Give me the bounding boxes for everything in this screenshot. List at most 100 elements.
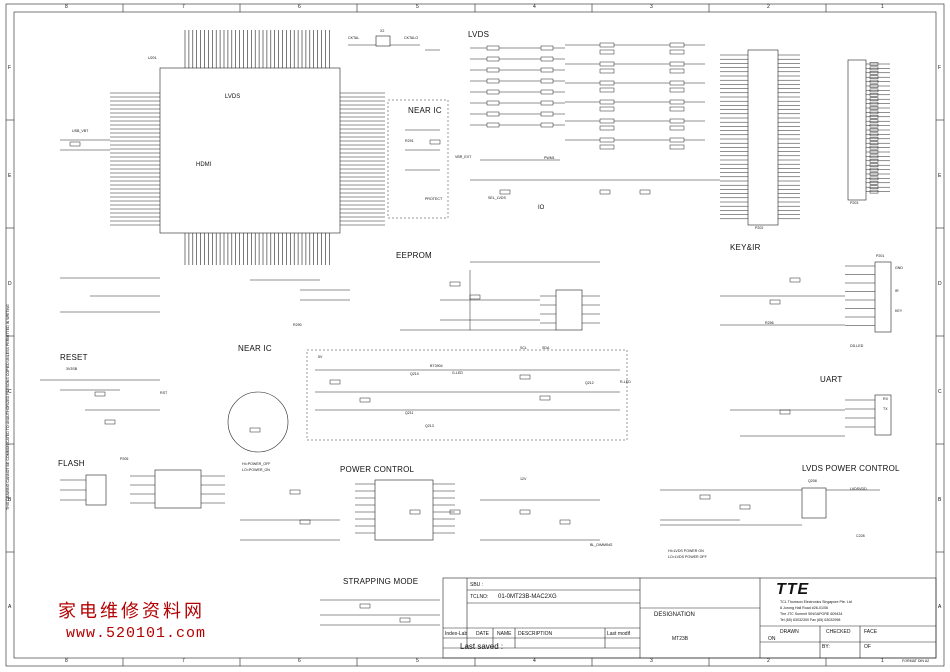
frame-label: 8 (65, 4, 68, 10)
flash-socket (85, 474, 107, 506)
tb-company-line1: TCL Thomson Electronics Singapore Pte. L… (780, 600, 852, 604)
tb-company-line2: 8 Jurong Hall Road #26-01/06 (780, 606, 828, 610)
tb-name-lab: NAME (497, 631, 512, 637)
block-io: IO (538, 205, 545, 211)
tb-company-line4: Tel (65) 63032300 Fax (65) 63032998 (780, 618, 841, 622)
ref-q211: Q211 (405, 411, 414, 415)
tb-of-label: OF (864, 644, 871, 650)
net-vbr-ext: VBR_EXT (455, 155, 472, 159)
net-sel-lvds: SEL_LVDS (488, 196, 506, 200)
note-lo-lvds-off: LO=LVDS POWER OFF (668, 555, 707, 559)
net-gnd: GND (895, 266, 903, 270)
frame-label: B (8, 497, 12, 503)
frame-label: 1 (881, 658, 884, 664)
net-xtal-in: CKTAL (348, 36, 360, 40)
net-pwm1: PWM1 (544, 156, 555, 160)
net-ir: IR (895, 289, 899, 293)
block-lvds: LVDS (225, 94, 241, 100)
section-reset: RESET (60, 353, 88, 362)
ref-q208: Q208 (808, 479, 817, 483)
power-control-ic (374, 479, 434, 541)
section-near-ic-1: NEAR IC (408, 106, 442, 115)
net-g-led: G-LED (452, 371, 463, 375)
net-usb-vbt: USB_VBT (72, 129, 89, 133)
section-power-control: POWER CONTROL (340, 465, 415, 474)
section-lvds: LVDS (468, 30, 490, 39)
tb-date-lab: DATE (476, 631, 489, 637)
frame-label: E (938, 173, 942, 179)
net-sda: SDA (542, 346, 550, 350)
crystal-x2 (375, 35, 391, 47)
led-dashed-box (306, 349, 628, 441)
flash-ic (154, 469, 202, 509)
ref-r290: R290 (293, 323, 302, 327)
connector-p203 (847, 59, 867, 201)
frame-label: F (938, 65, 942, 71)
frame-label: C (938, 389, 942, 395)
note-lo-power-on: LO=POWER_ON (242, 468, 270, 472)
tb-on-label: ON (768, 636, 776, 642)
net-dvdd: 3V3SB (66, 367, 78, 371)
reset-transistor-highlight (227, 391, 289, 453)
tb-sbu-label: SBU : (470, 582, 484, 588)
section-near-ic-2: NEAR IC (238, 344, 272, 353)
frame-label: 1 (881, 4, 884, 10)
format-label: FORMAT DIN A2 (902, 659, 930, 663)
ref-bt3904: BT3904 (430, 364, 443, 368)
section-uart: UART (820, 375, 843, 384)
section-strapping-mode: STRAPPING MODE (343, 577, 419, 586)
company-logo: TTE (776, 581, 810, 598)
net-scl: SCL (520, 346, 527, 350)
net-key: KEY (895, 309, 903, 313)
title-block (442, 577, 937, 659)
section-eeprom: EEPROM (396, 251, 432, 260)
watermark-chinese: 家电维修资料网 (58, 601, 205, 622)
ref-p203: P203 (850, 201, 859, 205)
frame-label: 2 (767, 4, 770, 10)
tb-index-lab: Index-Lab (445, 631, 468, 637)
connector-uart (874, 394, 892, 436)
eeprom-ic (555, 289, 583, 331)
tb-face-label: FACE (864, 629, 878, 635)
frame-label: 8 (65, 658, 68, 664)
tb-tclno-label: TCLNO: (470, 594, 489, 600)
net-rst: RST (160, 391, 168, 395)
ref-r291: R291 (405, 139, 414, 143)
net-r-led: R-LED (620, 380, 631, 384)
tb-last-modif: Last modif (607, 631, 631, 637)
frame-label: 5 (416, 4, 419, 10)
net-tx: TX (883, 407, 888, 411)
watermark-url: www.520101.com (66, 625, 207, 642)
connector-keyir (874, 261, 892, 333)
frame-label: A (938, 604, 942, 610)
frame-label: E (8, 173, 12, 179)
tb-tclno-value: 01-0MT23B-MAC2XG (498, 594, 557, 600)
ref-p201: P201 (876, 254, 885, 258)
ref-x2: X2 (380, 29, 385, 33)
block-hdmi: HDMI (196, 162, 212, 168)
frame-label: 6 (298, 4, 301, 10)
frame-label: 7 (182, 658, 185, 664)
tb-by-label: BY: (822, 644, 830, 650)
net-5v: 5V (318, 355, 323, 359)
ref-p202: P202 (755, 226, 764, 230)
near-ic-box-1 (387, 99, 449, 219)
ref-q212: Q212 (585, 381, 594, 385)
tb-description-lab: DESCRIPTION (518, 631, 553, 637)
note-hi-lvds-on: HI=LVDS POWER ON (668, 549, 704, 553)
section-key-ir: KEY&IR (730, 243, 761, 252)
frame-label: A (8, 604, 12, 610)
tb-checked-label: CHECKED (826, 629, 851, 635)
frame-label: 6 (298, 658, 301, 664)
section-lvds-power-control: LVDS POWER CONTROL (802, 464, 900, 473)
frame-label: 3 (650, 4, 653, 10)
lvds-power-mosfet (801, 487, 827, 519)
ref-q213: Q213 (425, 424, 434, 428)
net-bl-dimming: BL_DIMMING (590, 543, 613, 547)
ref-q210: Q210 (410, 372, 419, 376)
tb-company-line3: The JTC Summit SINGAPORE 609434 (780, 612, 843, 616)
ref-c228: C228 (856, 534, 865, 538)
frame-label: 7 (182, 4, 185, 10)
tb-drawn-label: DRAWN (780, 629, 799, 635)
